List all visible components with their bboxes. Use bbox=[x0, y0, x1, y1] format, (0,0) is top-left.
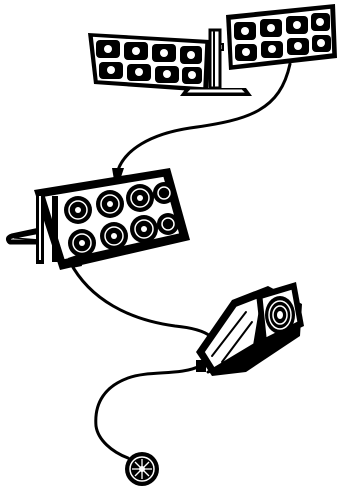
battery-block-icon bbox=[8, 168, 190, 270]
solar-panel-left bbox=[88, 33, 210, 92]
light-bulb-icon bbox=[125, 452, 159, 486]
lamp-head-icon bbox=[196, 282, 304, 376]
solar-panel-right bbox=[226, 4, 337, 70]
solar-panel-array-icon bbox=[88, 4, 337, 96]
cable-plug-lamp bbox=[196, 360, 206, 372]
cable-lamp-to-bulb bbox=[96, 366, 200, 458]
lamp-lens bbox=[265, 296, 295, 334]
cable-battery-to-lamp bbox=[70, 262, 210, 336]
